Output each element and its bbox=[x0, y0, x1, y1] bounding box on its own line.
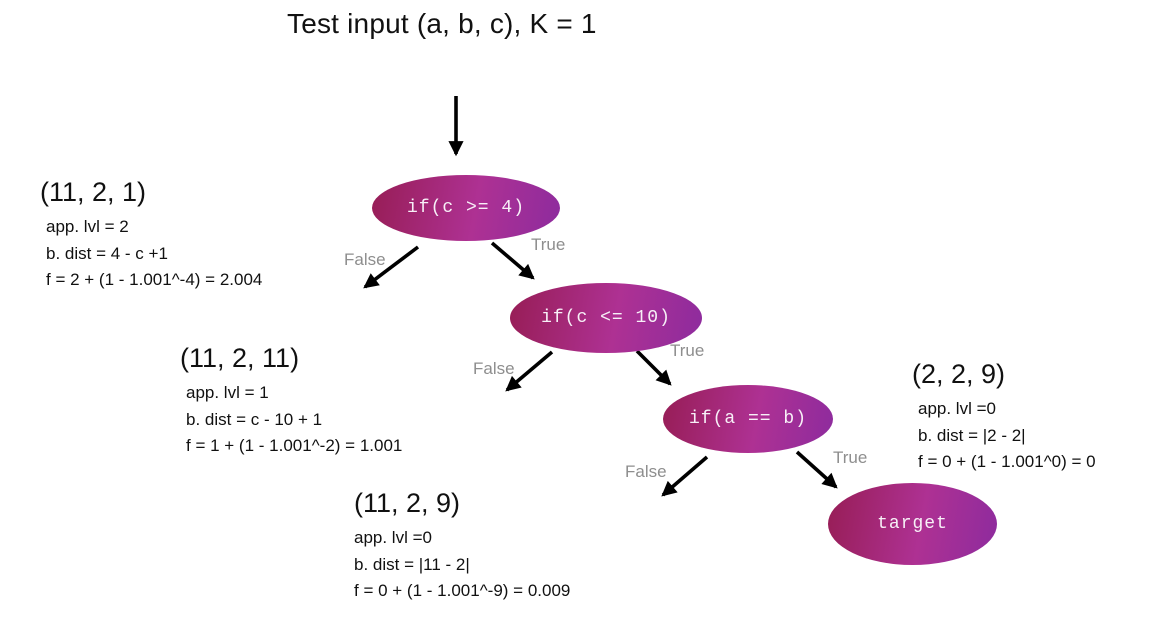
edge-label-n1-false: False bbox=[344, 250, 386, 269]
page-title: Test input (a, b, c), K = 1 bbox=[287, 8, 597, 39]
annotation-line: b. dist = c - 10 + 1 bbox=[186, 409, 323, 429]
annotation-line: b. dist = 4 - c +1 bbox=[46, 243, 168, 263]
edge-n2-true-arrow bbox=[635, 349, 672, 386]
edge-n3-false-arrow bbox=[661, 455, 709, 497]
annotation-line: f = 0 + (1 - 1.001^-9) = 0.009 bbox=[354, 581, 571, 600]
node-label: target bbox=[877, 514, 948, 534]
edge-n3-true-arrow bbox=[795, 450, 838, 489]
annotation-input-11-2-11: (11, 2, 11) app. lvl = 1 b. dist = c - 1… bbox=[180, 342, 402, 460]
edge-label-n3-false: False bbox=[625, 462, 667, 481]
node-label: if(c <= 10) bbox=[541, 308, 671, 328]
edge-n1-true-arrow bbox=[490, 241, 535, 280]
node-target: target bbox=[828, 483, 997, 565]
node-if-c-ge-4: if(c >= 4) bbox=[372, 175, 560, 241]
annotation-line: f = 0 + (1 - 1.001^0) = 0 bbox=[918, 452, 1096, 471]
node-label: if(c >= 4) bbox=[406, 198, 526, 218]
annotation-line: app. lvl =0 bbox=[918, 399, 996, 418]
annotation-tuple: (11, 2, 9) bbox=[354, 488, 461, 518]
edge-label-n2-true: True bbox=[670, 341, 705, 360]
annotation-line: b. dist = |11 - 2| bbox=[354, 554, 470, 574]
annotation-input-11-2-1: (11, 2, 1) app. lvl = 2 b. dist = 4 - c … bbox=[40, 176, 262, 294]
edge-label-n2-false: False bbox=[473, 359, 515, 378]
annotation-line: app. lvl = 1 bbox=[186, 383, 269, 402]
annotation-tuple: (2, 2, 9) bbox=[912, 359, 1006, 389]
annotation-line: app. lvl =0 bbox=[354, 528, 432, 547]
edge-label-n3-true: True bbox=[833, 448, 868, 467]
annotation-line: f = 2 + (1 - 1.001^-4) = 2.004 bbox=[46, 270, 263, 289]
node-if-c-le-10: if(c <= 10) bbox=[510, 283, 702, 353]
annotation-tuple: (11, 2, 11) bbox=[180, 343, 300, 373]
annotation-line: app. lvl = 2 bbox=[46, 217, 129, 236]
annotation-tuple: (11, 2, 1) bbox=[40, 177, 147, 207]
annotation-line: f = 1 + (1 - 1.001^-2) = 1.001 bbox=[186, 436, 403, 455]
node-if-a-eq-b: if(a == b) bbox=[663, 385, 833, 453]
annotation-input-2-2-9: (2, 2, 9) app. lvl =0 b. dist = |2 - 2| … bbox=[912, 358, 1096, 476]
annotation-input-11-2-9: (11, 2, 9) app. lvl =0 b. dist = |11 - 2… bbox=[354, 487, 570, 605]
annotation-line: b. dist = |2 - 2| bbox=[918, 425, 1026, 445]
node-label: if(a == b) bbox=[688, 409, 808, 429]
edge-label-n1-true: True bbox=[531, 235, 566, 254]
